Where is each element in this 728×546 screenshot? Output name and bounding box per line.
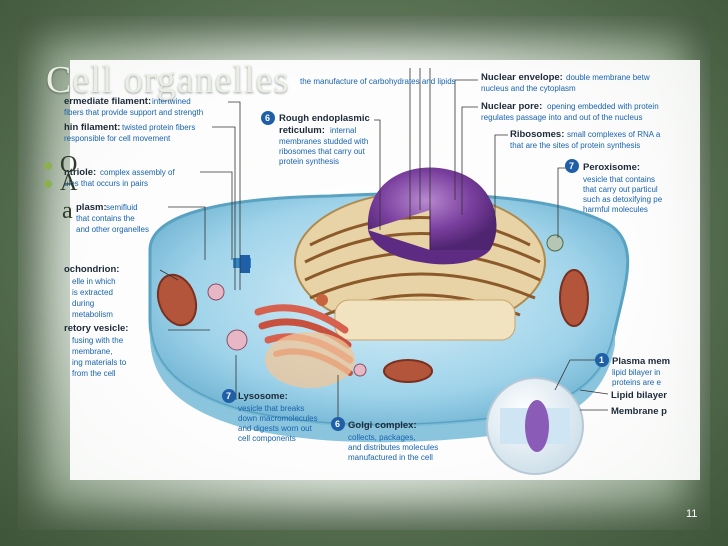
bullet-item: A	[44, 170, 77, 197]
secretory-vesicle-desc1: fusing with the	[72, 336, 124, 345]
lysosome-desc3: and digests worn out	[238, 424, 313, 433]
nuclear-pore-title: Nuclear pore:	[481, 101, 542, 112]
page-number: 11	[686, 508, 697, 520]
golgi-desc3: manufactured in the cell	[348, 453, 433, 462]
nuclear-envelope-desc1: double membrane betw	[566, 73, 650, 82]
rough-er-title1: Rough endoplasmic	[279, 113, 370, 124]
thin-filament-title: hin filament:	[64, 122, 120, 133]
nuclear-envelope-desc2: nucleus and the cytoplasm	[481, 84, 576, 93]
thin-filament-desc2: responsible for cell movement	[64, 134, 171, 143]
thin-filament-desc1: twisted protein fibers	[122, 123, 195, 132]
smooth-er-desc: the manufacture of carbohydrates and lip…	[300, 77, 456, 86]
rough-er-number: 6	[265, 113, 270, 123]
lipid-bilayer-label: Lipid bilayer	[611, 390, 667, 401]
bullet-text: A	[60, 170, 77, 196]
cytoplasm-title: plasm:	[76, 202, 107, 213]
slide-title: Cell organelles	[46, 58, 289, 102]
mitochondrion-desc3: during	[72, 299, 94, 308]
ribosomes-desc2: that are the sites of protein synthesis	[510, 141, 640, 150]
cytoplasm-desc3: and other organelles	[76, 225, 149, 234]
mitochondrion-title: ochondrion:	[64, 264, 119, 275]
nuclear-pore-desc2: regulates passage into and out of the nu…	[481, 113, 642, 122]
lysosome-title: Lysosome:	[238, 391, 288, 402]
lysosome-number: 7	[226, 391, 231, 401]
golgi-desc2: and distributes molecules	[348, 443, 438, 452]
secretory-vesicle-desc2: membrane,	[72, 347, 112, 356]
label-smooth-er: the manufacture of carbohydrates and lip…	[300, 77, 456, 86]
golgi-desc1: collects, packages,	[348, 433, 416, 442]
peroxisome-title: Peroxisome:	[583, 162, 640, 173]
mitochondrion-desc4: metabolism	[72, 310, 113, 319]
rough-er-desc4: protein synthesis	[279, 157, 339, 166]
centriole-desc1: complex assembly of	[100, 168, 175, 177]
peroxisome-desc4: harmful molecules	[583, 205, 648, 214]
membrane-protein-label: Membrane p	[611, 406, 667, 417]
rough-er-desc1: internal	[330, 126, 356, 135]
label-mitochondrion: ochondrion: elle in which is extracted d…	[64, 264, 119, 319]
nuclear-envelope-title: Nuclear envelope:	[481, 72, 563, 83]
mitochondrion-desc1: elle in which	[72, 277, 116, 286]
plasma-membrane-desc1: lipid bilayer in	[612, 368, 660, 377]
bullet-text: a	[62, 198, 73, 224]
lysosome-desc4: cell components	[238, 434, 296, 443]
bullet-continuation: a	[62, 198, 73, 225]
rough-er-desc3: ribosomes that carry out	[279, 147, 366, 156]
intermediate-filament-desc2: fibers that provide support and strength	[64, 108, 203, 117]
secretory-vesicle-desc3: ing materials to	[72, 358, 127, 367]
golgi-title: Golgi complex:	[348, 420, 417, 431]
cytoplasm-desc1: semifluid	[106, 203, 138, 212]
peroxisome-desc3: such as detoxifying pe	[583, 195, 663, 204]
secretory-vesicle-desc4: from the cell	[72, 369, 116, 378]
golgi-number: 6	[335, 419, 340, 429]
plasma-membrane-zoom	[487, 378, 583, 474]
ribosomes-title: Ribosomes:	[510, 129, 564, 140]
plasma-membrane-number: 1	[599, 355, 604, 365]
plasma-membrane-title: Plasma mem	[612, 356, 670, 367]
cytoplasm-desc2: that contains the	[76, 214, 135, 223]
lysosome-desc2: down macromolecules	[238, 414, 318, 423]
secretory-vesicle-title: retory vesicle:	[64, 323, 128, 334]
peroxisome-desc2: that carry out particul	[583, 185, 658, 194]
lysosome-desc1: vesicle that breaks	[238, 404, 304, 413]
plasma-membrane-desc2: proteins are e	[612, 378, 661, 387]
rough-er-desc2: membranes studded with	[279, 137, 368, 146]
ribosomes-desc1: small complexes of RNA a	[567, 130, 661, 139]
mitochondrion-desc2: is extracted	[72, 288, 113, 297]
bullet-dot-icon	[44, 180, 52, 188]
rough-er-title2: reticulum:	[279, 125, 325, 136]
peroxisome-desc1: vesicle that contains	[583, 175, 655, 184]
nuclear-pore-desc1: opening embedded with protein	[547, 102, 659, 111]
peroxisome-number: 7	[569, 161, 574, 171]
